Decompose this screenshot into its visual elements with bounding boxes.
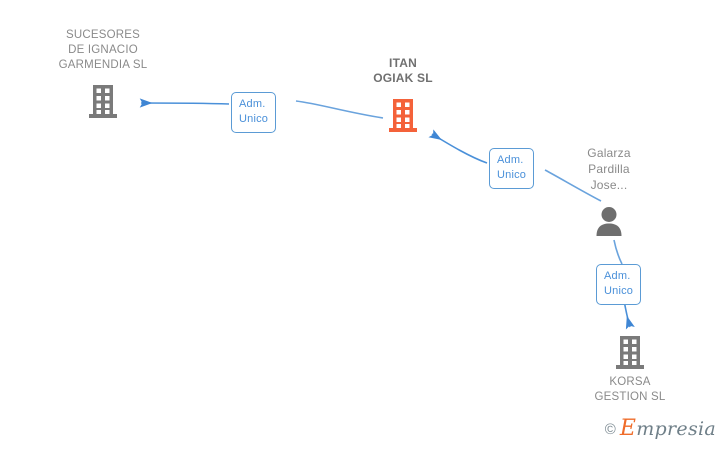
graph-node-sucesores-de-ignacio-garmendia-sl[interactable]: SUCESORES DE IGNACIO GARMENDIA SL: [28, 28, 178, 119]
edge-itan-to-sucesores-left: [139, 98, 230, 108]
graph-node-korsa-gestion-sl[interactable]: KORSA GESTION SL: [555, 330, 705, 405]
edge-label-adm-unico-galarza-korsa[interactable]: Adm. Unico: [596, 264, 642, 305]
edge-label-adm-unico-itan-sucesores[interactable]: Adm. Unico: [231, 92, 277, 133]
node-label: ITAN OGIAK SL: [373, 56, 433, 85]
node-label: KORSA GESTION SL: [594, 376, 666, 403]
edge-galarza-to-itan-lower: [544, 169, 602, 202]
copyright-icon: ©: [604, 420, 616, 438]
edge-galarza-to-itan-upper: [428, 129, 488, 164]
brand-initial: E: [619, 416, 637, 441]
graph-node-itan-ogiak-sl[interactable]: ITAN OGIAK SL: [328, 56, 478, 133]
edge-label-adm-unico-galarza-itan[interactable]: Adm. Unico: [489, 148, 535, 189]
edge-itan-to-sucesores-right: [295, 100, 384, 119]
brand-rest: mpresia: [636, 418, 716, 440]
company-building-icon: [386, 93, 420, 133]
brand-name: Empresia: [620, 418, 716, 440]
node-label: SUCESORES DE IGNACIO GARMENDIA SL: [58, 29, 148, 71]
person-icon: [592, 197, 626, 237]
node-label: Galarza Pardilla Jose...: [587, 146, 631, 192]
company-building-icon: [613, 330, 647, 370]
edge-galarza-to-korsa-upper: [613, 239, 623, 265]
graph-node-galarza-pardilla-jose[interactable]: Galarza Pardilla Jose...: [534, 145, 684, 237]
empresia-watermark: © Empresia: [605, 418, 716, 440]
company-building-icon: [86, 79, 120, 119]
